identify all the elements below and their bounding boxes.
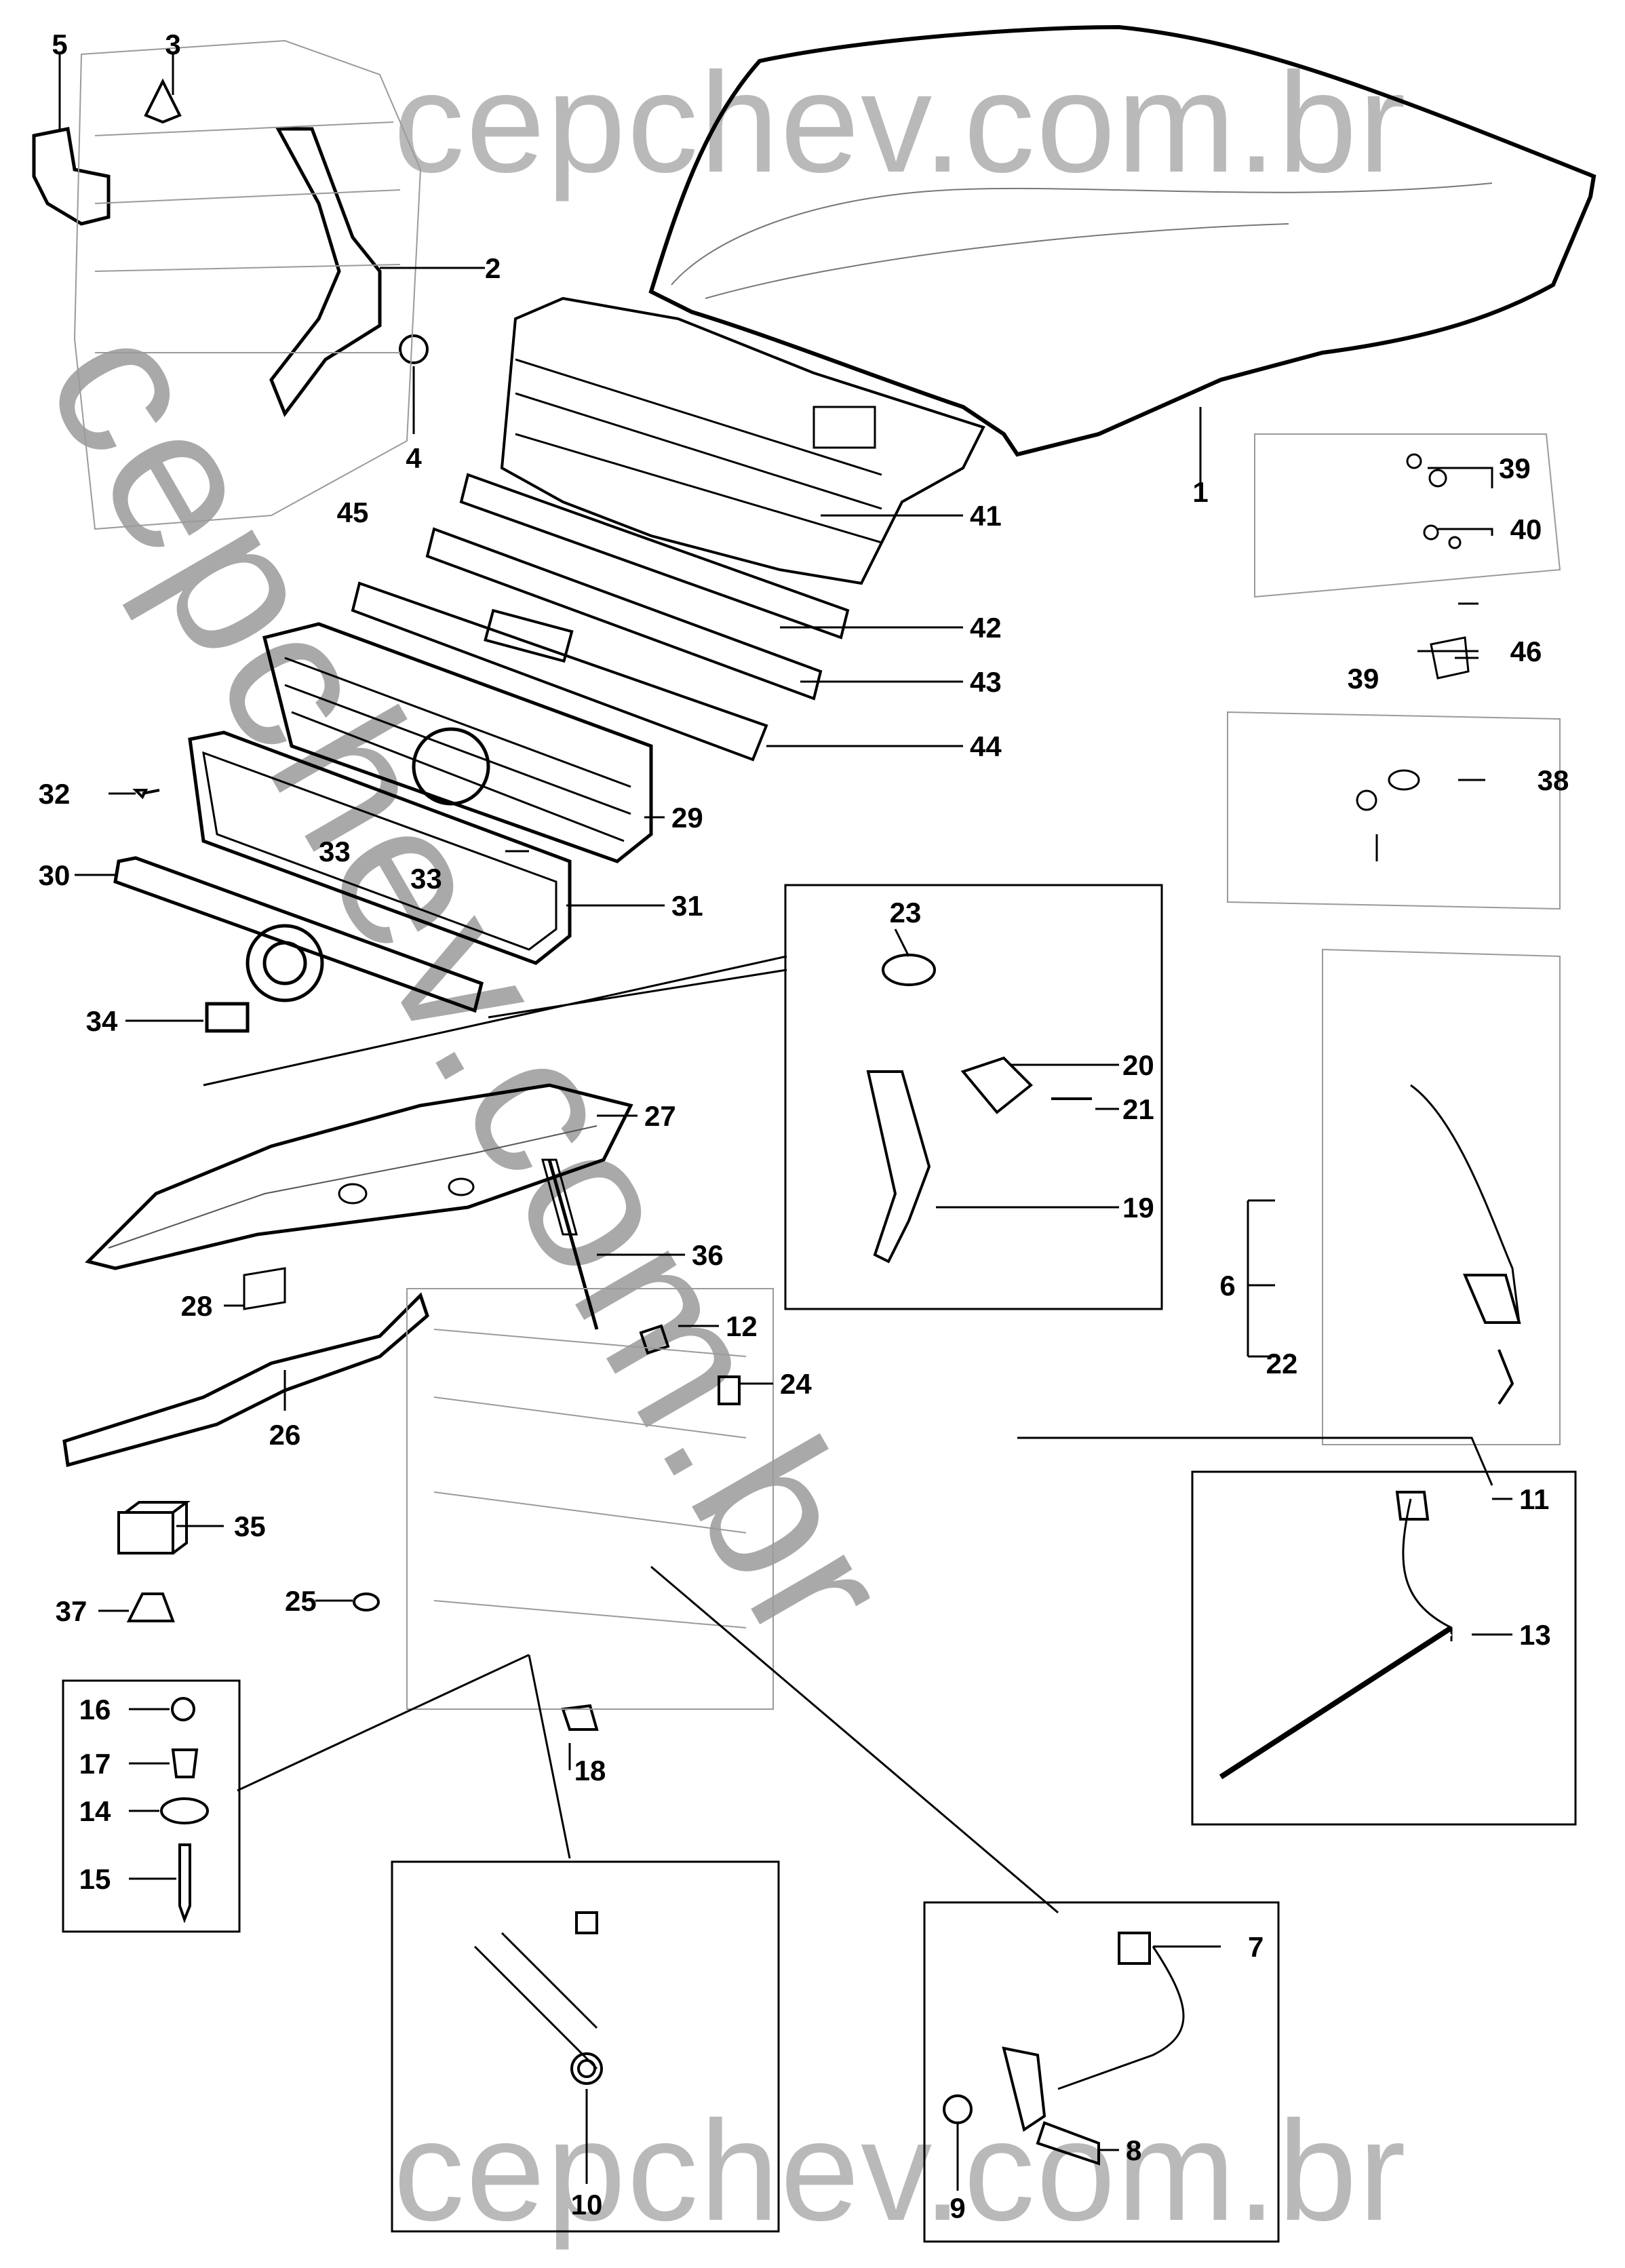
callout-34: 34 xyxy=(86,1005,118,1037)
callout-27: 27 xyxy=(644,1100,676,1132)
callout-32: 32 xyxy=(39,778,71,810)
callout-39b: 39 xyxy=(1348,663,1379,695)
callout-1: 1 xyxy=(1192,476,1208,508)
callout-42: 42 xyxy=(970,612,1002,644)
callout-26: 26 xyxy=(269,1419,301,1451)
inset-grommet xyxy=(62,1679,241,1933)
hood-bracket xyxy=(269,127,382,418)
callout-33a: 33 xyxy=(319,836,351,867)
engine-bay-sketch xyxy=(73,39,1561,1710)
callout-10: 10 xyxy=(571,2189,603,2221)
inset-support-rod xyxy=(1191,1470,1577,1826)
callout-9: 9 xyxy=(949,2192,965,2224)
bumper-block xyxy=(32,127,111,226)
callout-7: 7 xyxy=(1248,1931,1264,1963)
callout-17: 17 xyxy=(79,1748,111,1780)
callout-33b: 33 xyxy=(410,863,442,895)
callout-13: 13 xyxy=(1519,1619,1551,1651)
callout-28: 28 xyxy=(181,1290,213,1322)
emblem-molding xyxy=(113,856,484,1033)
callout-5: 5 xyxy=(52,28,67,60)
grille-frame xyxy=(188,730,572,965)
callout-2: 2 xyxy=(485,252,501,284)
callout-11: 11 xyxy=(1519,1483,1549,1515)
callout-44: 44 xyxy=(970,730,1002,762)
detail-insets xyxy=(62,884,1577,2243)
callout-29: 29 xyxy=(671,802,703,834)
callout-37: 37 xyxy=(56,1595,87,1627)
callout-8: 8 xyxy=(1126,2134,1141,2166)
callout-22: 22 xyxy=(1266,1348,1298,1380)
callout-21: 21 xyxy=(1122,1093,1154,1125)
hood-insulator xyxy=(85,1083,633,1310)
hood-seal xyxy=(62,1292,429,1468)
inset-prop-spring xyxy=(391,1860,780,2233)
grille-support xyxy=(500,296,985,585)
callout-35: 35 xyxy=(234,1510,266,1542)
callout-45: 45 xyxy=(337,496,369,528)
callout-4: 4 xyxy=(406,442,422,474)
callout-14: 14 xyxy=(79,1795,111,1827)
callout-41: 41 xyxy=(970,500,1002,532)
callout-19: 19 xyxy=(1122,1192,1154,1224)
callout-46: 46 xyxy=(1510,636,1542,667)
callout-30: 30 xyxy=(39,859,71,891)
small-parts xyxy=(117,78,741,1923)
callout-12: 12 xyxy=(726,1310,758,1342)
callout-24: 24 xyxy=(780,1368,812,1400)
callout-15: 15 xyxy=(79,1863,111,1895)
trim-strips xyxy=(351,473,850,762)
callout-16: 16 xyxy=(79,1694,111,1725)
front-grille xyxy=(262,622,653,863)
callout-labels: 1 2 3 4 5 6 7 8 9 10 11 12 13 14 15 16 1… xyxy=(39,28,1569,2224)
hood xyxy=(648,24,1597,457)
callout-6: 6 xyxy=(1219,1270,1235,1302)
callout-20: 20 xyxy=(1122,1049,1154,1081)
callout-39a: 39 xyxy=(1499,452,1531,484)
callout-23: 23 xyxy=(890,897,922,928)
callout-38: 38 xyxy=(1538,764,1569,796)
hood-strut xyxy=(541,1158,599,1330)
callout-31: 31 xyxy=(671,890,703,922)
callout-43: 43 xyxy=(970,666,1002,698)
callout-3: 3 xyxy=(165,28,180,60)
callout-40: 40 xyxy=(1510,513,1542,545)
leader-lines xyxy=(58,54,1512,2191)
callout-25: 25 xyxy=(285,1585,317,1617)
callout-36: 36 xyxy=(692,1239,724,1271)
inset-hood-latch xyxy=(784,884,1163,1310)
callout-18: 18 xyxy=(574,1755,606,1786)
inset-hood-lock xyxy=(923,1901,1280,2243)
clip-parts xyxy=(1356,453,1493,811)
inset-content xyxy=(473,954,1521,2166)
